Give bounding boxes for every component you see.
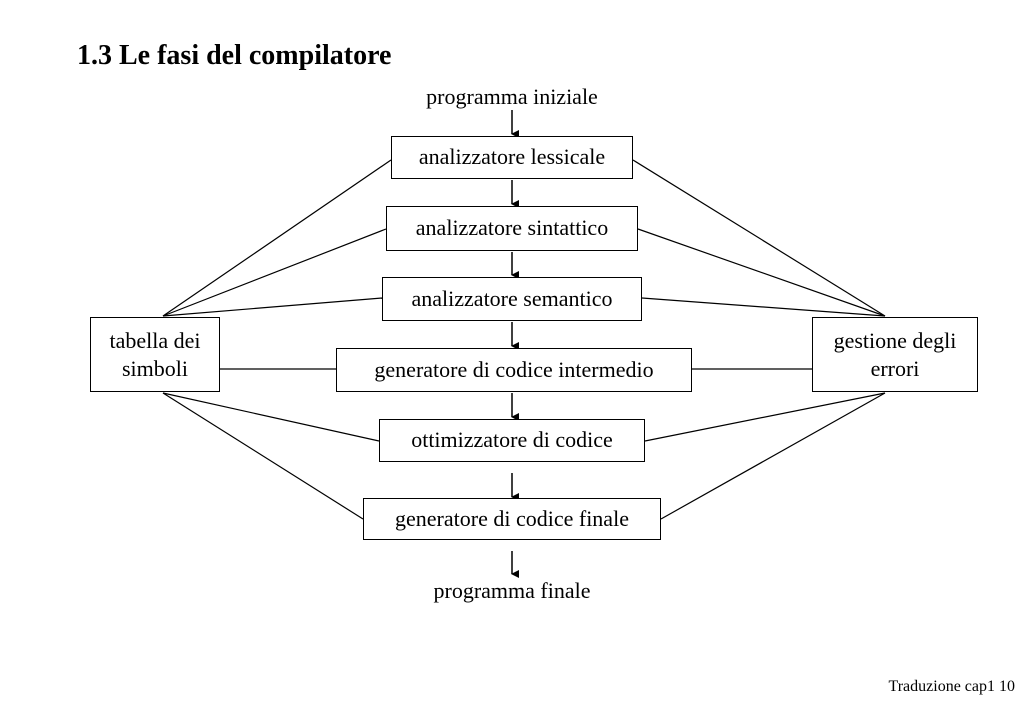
page-footer: Traduzione cap1 10 <box>888 678 1016 695</box>
phase-syntax-analyzer: analizzatore sintattico <box>386 206 638 251</box>
symbol-table-box: tabella dei simboli <box>90 317 220 392</box>
phase-lexical-analyzer: analizzatore lessicale <box>391 136 633 179</box>
page-title: 1.3 Le fasi del compilatore <box>77 40 392 71</box>
link-errors-codegen <box>660 392 886 520</box>
link-errors-optimizer <box>644 392 886 442</box>
link-errors-semantic <box>641 297 886 317</box>
input-label: programma iniziale <box>426 84 598 109</box>
phase-final-codegen: generatore di codice finale <box>363 498 661 540</box>
link-symbols-semantic <box>162 297 383 317</box>
phase-semantic-analyzer: analizzatore semantico <box>382 277 642 321</box>
phase-code-optimizer: ottimizzatore di codice <box>379 419 645 462</box>
link-symbols-parser <box>162 228 387 317</box>
link-symbols-lexer <box>162 159 392 317</box>
phase-intermediate-codegen: generatore di codice intermedio <box>336 348 692 392</box>
link-errors-parser <box>637 228 886 317</box>
link-symbols-codegen <box>162 392 364 520</box>
link-errors-lexer <box>632 159 886 317</box>
output-label: programma finale <box>433 578 591 603</box>
link-symbols-optimizer <box>162 392 380 442</box>
error-handling-box: gestione degli errori <box>812 317 978 392</box>
